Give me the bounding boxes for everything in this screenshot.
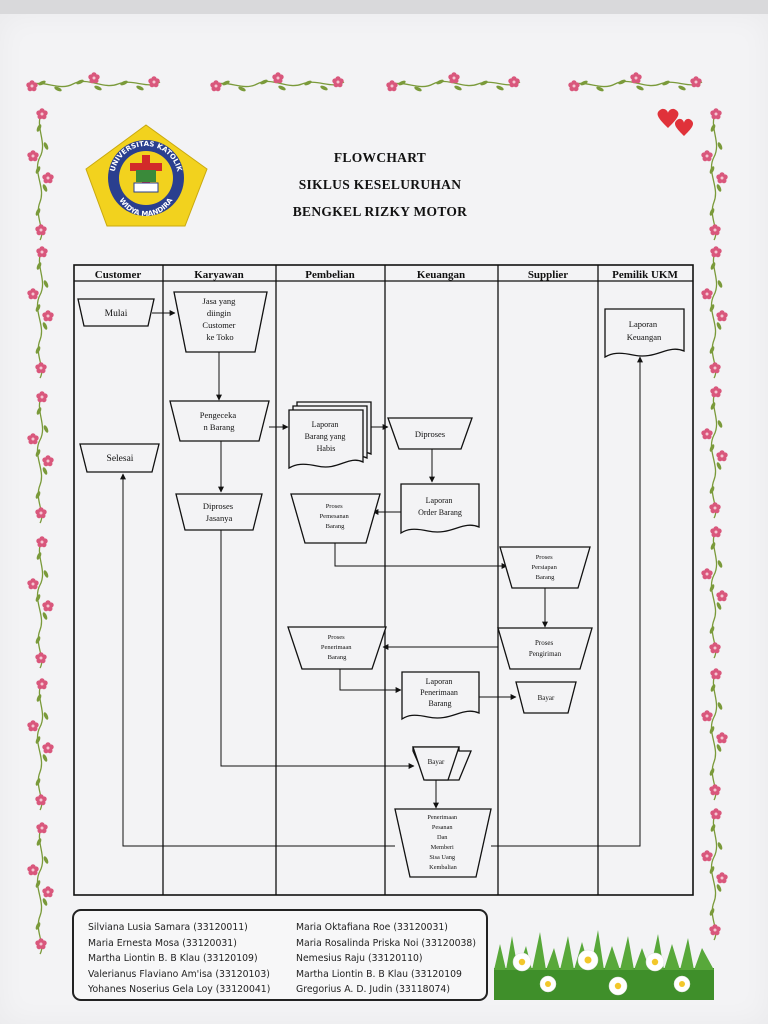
node-laporan-penerimaan-label: Laporan Penerimaan Barang [420, 677, 460, 708]
node-bayar-supplier-label: Bayar [538, 694, 555, 702]
team-list-right: Maria Oktafiana Roe (33120031) Maria Ros… [296, 920, 476, 998]
team-member: Maria Oktafiana Roe (33120031) [296, 922, 448, 933]
team-member: Gregorius A. D. Judin (33118074) [296, 984, 450, 995]
node-laporan-habis-label: Laporan Barang yang Habis [305, 420, 348, 453]
team-member: Nemesius Raju (33120110) [296, 953, 423, 964]
floral-border-top [26, 72, 702, 92]
floral-border-right [701, 108, 727, 940]
hearts-icon [657, 108, 694, 136]
node-laporan-order-label: Laporan Order Barang [418, 496, 462, 517]
lane-header-supplier: Supplier [528, 269, 568, 281]
node-bayar-label: Bayar [428, 758, 445, 766]
node-diproses-label: Diproses [415, 429, 445, 439]
node-jasa-label: Jasa yang diingin Customer ke Toko [202, 296, 237, 342]
grass-flowers-decoration [494, 930, 714, 1000]
team-members-box: Silviana Lusia Samara (33120011) Maria E… [72, 909, 488, 1001]
lane-header-karyawan: Karyawan [194, 269, 244, 281]
title-line-3: BENGKEL RIZKY MOTOR [292, 204, 468, 219]
flowchart-shapes [77, 291, 685, 878]
node-penerimaan-pesanan-label: Penerimaan Pesanan Dan Memberi Sisa Uang… [427, 814, 458, 871]
lane-header-keuangan: Keuangan [417, 269, 465, 281]
node-pengecekan-label: Pengeceka n Barang [200, 410, 238, 432]
team-member: Martha Liontin B. B Klau (33120109 [296, 968, 462, 980]
node-laporan-keuangan-label: Laporan Keuangan [627, 319, 662, 342]
team-member: Martha Liontin B. B Klau (33120109) [88, 953, 258, 964]
flowchart-frame [73, 264, 694, 896]
node-selesai-label: Selesai [107, 454, 134, 464]
team-member: Yohanes Noserius Gela Loy (33120041) [88, 984, 271, 995]
team-member: Silviana Lusia Samara (33120011) [88, 922, 248, 933]
node-diproses-jasa-label: Diproses Jasanya [203, 501, 235, 523]
team-member: Maria Rosalinda Priska Noi (33120038) [296, 937, 476, 949]
floral-border-left [27, 108, 53, 954]
node-proses-penerimaan-label: Proses Penerimaan Barang [321, 634, 353, 661]
lane-header-customer: Customer [95, 269, 142, 281]
lane-header-pembelian: Pembelian [305, 269, 355, 281]
lane-header-pemilik-ukm: Pemilik UKM [612, 269, 678, 281]
node-proses-pengiriman-label: Proses Pengiriman [529, 639, 562, 658]
university-logo: UNIVERSITAS KATOLIK WIDYA MANDIRA [85, 124, 208, 227]
team-member: Maria Ernesta Mosa (33120031) [88, 937, 237, 949]
connectors [120, 310, 643, 847]
node-proses-pemesanan-label: Proses Pemesanan Barang [320, 503, 351, 530]
team-list-left: Silviana Lusia Samara (33120011) Maria E… [88, 920, 270, 998]
title-line-1: FLOWCHART [333, 150, 427, 165]
team-member: Valerianus Flaviano Am'isa (33120103) [88, 968, 270, 980]
title-line-2: SIKLUS KESELURUHAN [298, 177, 462, 192]
node-proses-persiapan-label: Proses Persiapan Barang [532, 554, 559, 581]
node-mulai-label: Mulai [105, 309, 128, 319]
